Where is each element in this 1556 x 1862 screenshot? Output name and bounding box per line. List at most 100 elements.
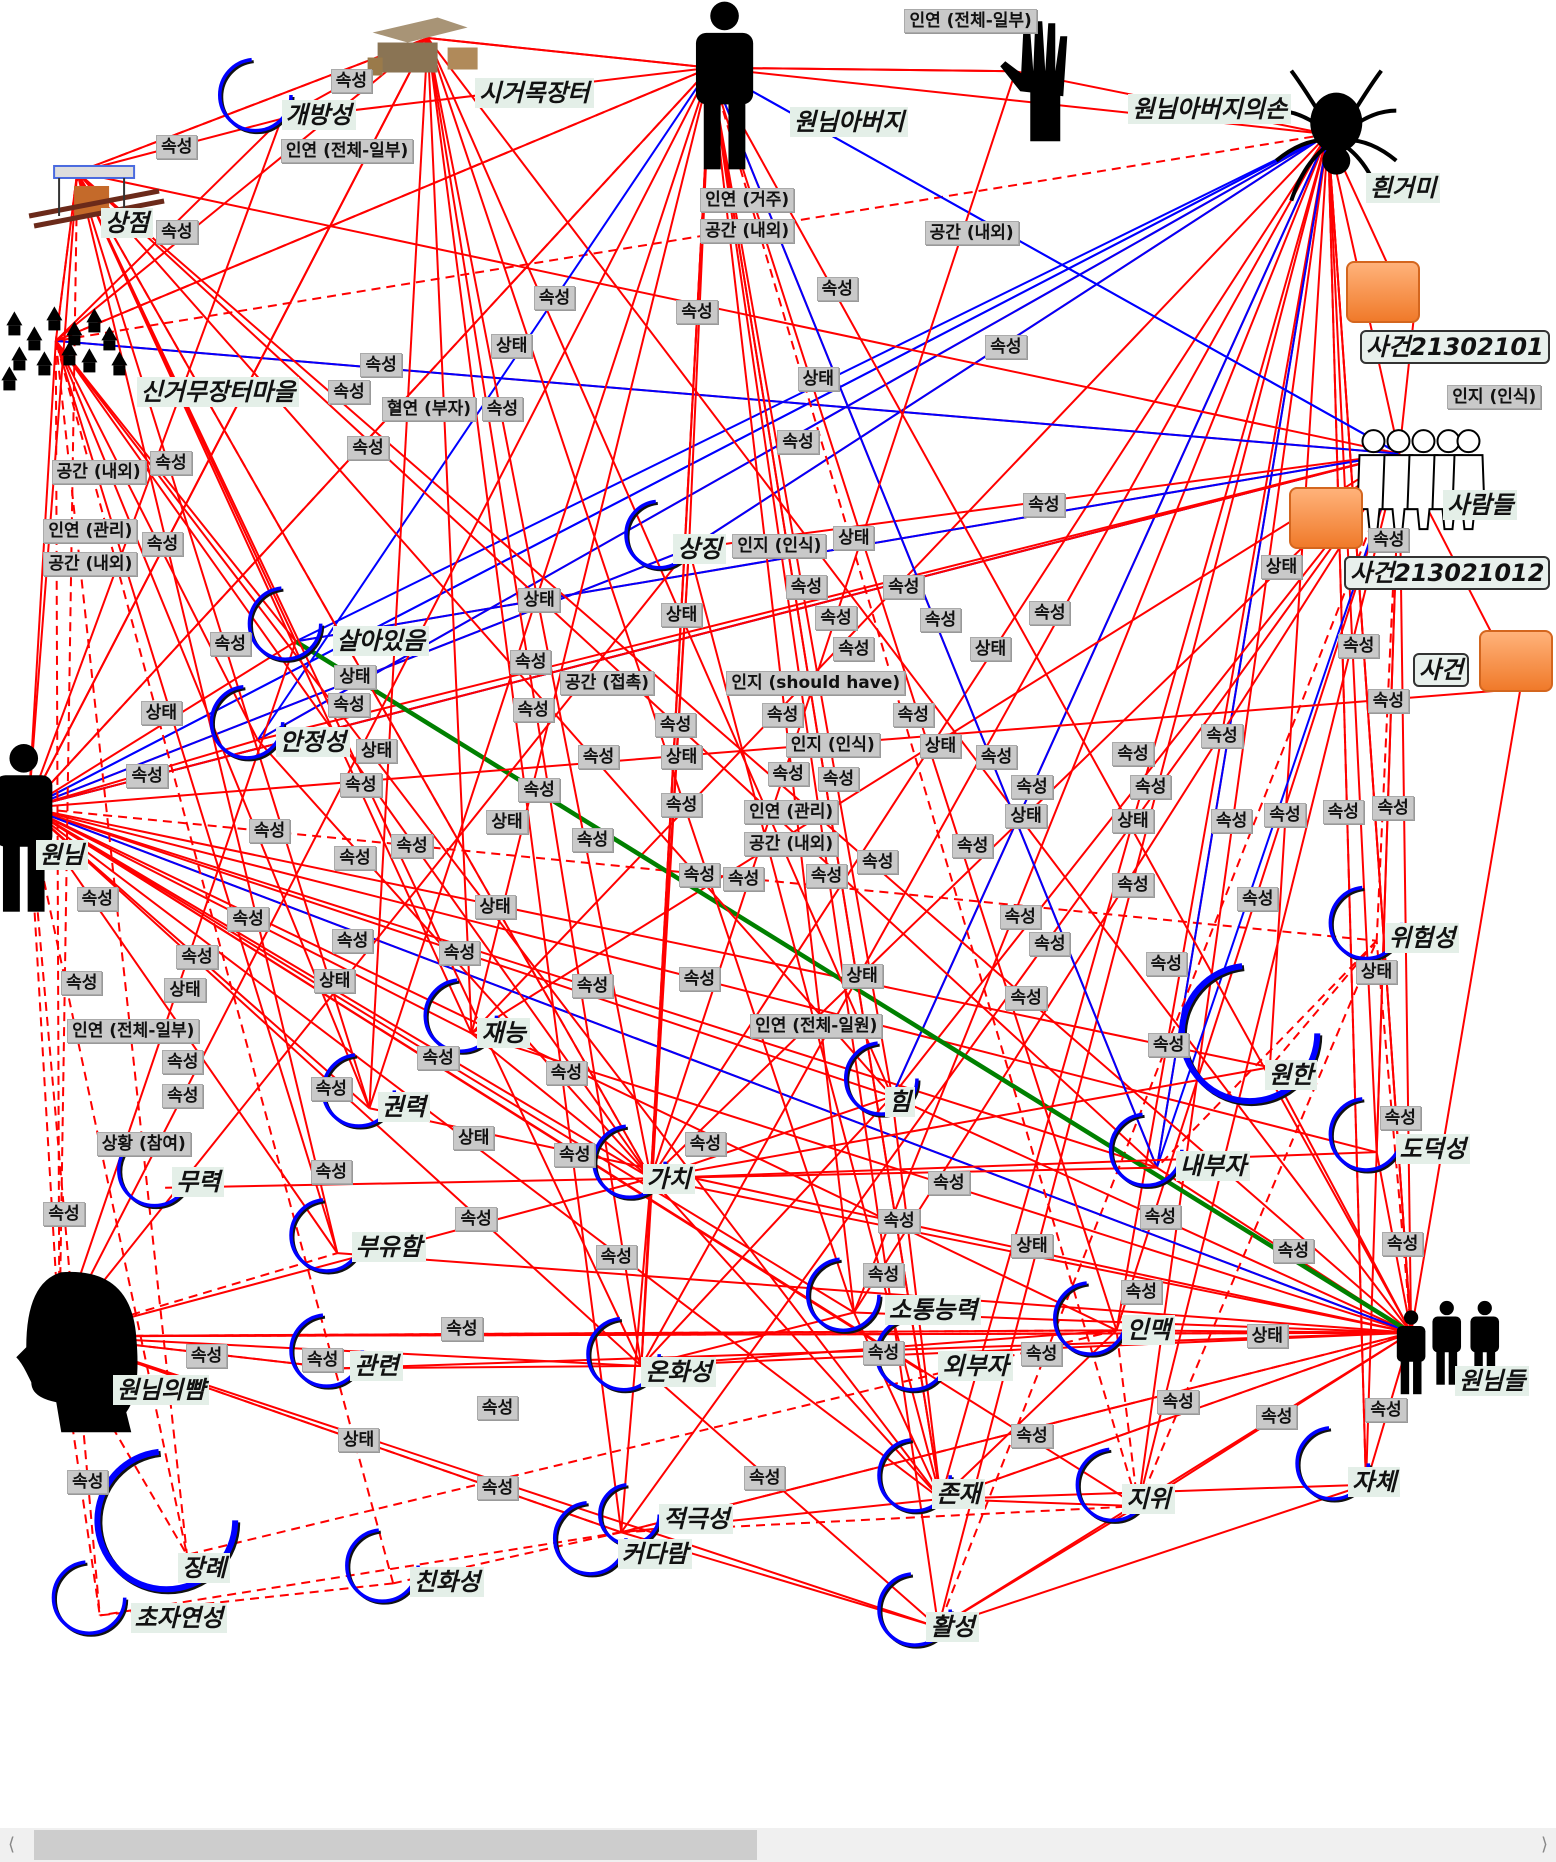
edge-label[interactable]: 속성 bbox=[476, 1476, 519, 1501]
node-label-jache[interactable]: 자체 bbox=[1348, 1467, 1401, 1498]
edge-label[interactable]: 속성 bbox=[1210, 808, 1253, 833]
edge-label[interactable]: 속성 bbox=[985, 334, 1027, 359]
edge-label[interactable]: 속성 bbox=[1112, 742, 1154, 767]
edge-label[interactable]: 속성 bbox=[417, 1046, 459, 1071]
edge-label[interactable]: 상태 bbox=[164, 978, 206, 1003]
edge-label[interactable]: 상태 bbox=[314, 969, 356, 994]
edge-label[interactable]: 상태 bbox=[1246, 1324, 1288, 1349]
edge-label[interactable]: 속성 bbox=[1139, 1205, 1181, 1230]
edge-label[interactable]: 속성 bbox=[595, 1244, 637, 1269]
edge-label[interactable]: 속성 bbox=[248, 819, 291, 844]
edge-label[interactable]: 속성 bbox=[185, 1344, 228, 1369]
node-label-choja[interactable]: 초자연성 bbox=[130, 1602, 227, 1633]
edge-label[interactable]: 상태 bbox=[1355, 959, 1398, 984]
node-label-anjeong[interactable]: 안정성 bbox=[275, 727, 350, 758]
edge-label[interactable]: 속성 bbox=[150, 451, 192, 476]
node-label-dodeok[interactable]: 도덕성 bbox=[1395, 1133, 1470, 1164]
edge-label[interactable]: 속성 bbox=[1157, 1389, 1199, 1414]
node-label-oebu[interactable]: 외부자 bbox=[938, 1350, 1013, 1381]
edge-label[interactable]: 인연 (거주) bbox=[700, 187, 795, 212]
edge-label[interactable]: 상태 bbox=[518, 587, 560, 612]
node-label-gwonryeok[interactable]: 권력 bbox=[377, 1092, 430, 1123]
edge-label[interactable]: 속성 bbox=[678, 966, 721, 991]
edge-label[interactable]: 속성 bbox=[862, 1340, 905, 1365]
edge-label[interactable]: 속성 bbox=[919, 608, 962, 633]
edge-label[interactable]: 상태 bbox=[841, 964, 883, 989]
node-label-wonhan[interactable]: 원한 bbox=[1265, 1059, 1318, 1090]
edge-label[interactable]: 속성 bbox=[1112, 872, 1154, 897]
edge-label[interactable]: 속성 bbox=[951, 833, 994, 858]
edge-label[interactable]: 인지 (should have) bbox=[726, 671, 906, 696]
edge-label[interactable]: 공간 (내외) bbox=[51, 459, 146, 484]
edge-label[interactable]: 속성 bbox=[1021, 1342, 1063, 1367]
edge-label[interactable]: 속성 bbox=[331, 928, 374, 953]
edge-label[interactable]: 상태 bbox=[797, 366, 839, 391]
edge-label[interactable]: 속성 bbox=[441, 1317, 483, 1342]
edge-label[interactable]: 공간 (내외) bbox=[744, 831, 839, 856]
node-label-abeoji[interactable]: 원님아버지 bbox=[789, 107, 909, 138]
edge-label[interactable]: 속성 bbox=[227, 907, 269, 932]
edge-label[interactable]: 속성 bbox=[1120, 1280, 1162, 1305]
edge-label[interactable]: 공간 (내외) bbox=[924, 220, 1019, 245]
edge-label[interactable]: 속성 bbox=[1322, 800, 1364, 825]
node-label-sal[interactable]: 살아있음 bbox=[332, 626, 429, 657]
node-label-gachi[interactable]: 가치 bbox=[642, 1164, 695, 1195]
edge-label[interactable]: 속성 bbox=[744, 1465, 786, 1490]
edge-label[interactable]: 속성 bbox=[577, 744, 620, 769]
node-label-sang[interactable]: 상징 bbox=[673, 533, 726, 564]
edge-label[interactable]: 속성 bbox=[126, 763, 168, 788]
node-label-ev1[interactable]: 사건21302101 bbox=[1360, 329, 1550, 364]
scroll-left-icon[interactable]: ⟨ bbox=[8, 1834, 16, 1855]
edge-label[interactable]: 속성 bbox=[684, 1131, 727, 1156]
node-label-won[interactable]: 원님 bbox=[35, 840, 88, 871]
edge-label[interactable]: 상태 bbox=[660, 603, 703, 628]
edge-label[interactable]: 상태 bbox=[140, 700, 182, 725]
edge-label[interactable]: 상태 bbox=[486, 809, 528, 834]
edge-label[interactable]: 속성 bbox=[347, 435, 389, 460]
edge-label[interactable]: 속성 bbox=[1005, 985, 1047, 1010]
node-label-chinhwa[interactable]: 친화성 bbox=[409, 1567, 485, 1598]
edge-label[interactable]: 상태 bbox=[969, 636, 1012, 661]
edge-label[interactable]: 속성 bbox=[660, 793, 703, 818]
edge-label[interactable]: 속성 bbox=[1264, 802, 1306, 827]
edge-label[interactable]: 공간 (내외) bbox=[43, 551, 138, 576]
node-label-naebu[interactable]: 내부자 bbox=[1175, 1151, 1251, 1182]
edge-label[interactable]: 속성 bbox=[928, 1171, 970, 1196]
edge-label[interactable]: 속성 bbox=[141, 532, 184, 556]
edge-label[interactable]: 속성 bbox=[678, 863, 721, 888]
edge-label[interactable]: 속성 bbox=[554, 1142, 596, 1167]
node-label-geomi[interactable]: 흰거미 bbox=[1365, 172, 1441, 203]
node-label-onhwa[interactable]: 온화성 bbox=[641, 1356, 716, 1387]
edge-label[interactable]: 속성 bbox=[975, 744, 1018, 769]
edge-label[interactable]: 속성 bbox=[156, 219, 198, 244]
edge-label[interactable]: 속성 bbox=[310, 1077, 352, 1102]
edge-label[interactable]: 속성 bbox=[1372, 795, 1414, 820]
edge-label[interactable]: 속성 bbox=[999, 904, 1041, 929]
edge-label[interactable]: 공간 (내외) bbox=[700, 219, 795, 244]
node-label-jeokgeuk[interactable]: 적극성 bbox=[659, 1503, 734, 1534]
edge-label[interactable]: 속성 bbox=[481, 396, 524, 421]
node-label-son[interactable]: 원님아버지의손 bbox=[1128, 94, 1291, 125]
edge-label[interactable]: 속성 bbox=[156, 135, 198, 160]
edge-label[interactable]: 속성 bbox=[857, 850, 899, 875]
edge-label[interactable]: 상태 bbox=[1112, 809, 1154, 834]
edge-label[interactable]: 인연 (관리) bbox=[43, 518, 138, 543]
edge-label[interactable]: 속성 bbox=[518, 777, 560, 802]
edge-label[interactable]: 상태 bbox=[491, 333, 533, 358]
edge-label[interactable]: 속성 bbox=[785, 574, 827, 599]
edge-label[interactable]: 속성 bbox=[892, 702, 934, 727]
edge-label[interactable]: 속성 bbox=[334, 845, 376, 870]
edge-label[interactable]: 상황 (참여) bbox=[96, 1131, 191, 1156]
edge-label[interactable]: 속성 bbox=[391, 833, 433, 858]
edge-label[interactable]: 속성 bbox=[655, 712, 697, 737]
edge-label[interactable]: 속성 bbox=[176, 945, 218, 970]
edge-label[interactable]: 속성 bbox=[209, 631, 251, 656]
node-label-maeul[interactable]: 신거무장터마을 bbox=[136, 376, 300, 407]
node-label-jaeneung[interactable]: 재능 bbox=[477, 1018, 530, 1049]
edge-label[interactable]: 인지 (인식) bbox=[732, 534, 827, 559]
edge-label[interactable]: 속성 bbox=[360, 352, 402, 377]
edge-label[interactable]: 인연 (관리) bbox=[744, 799, 839, 824]
edge-label[interactable]: 속성 bbox=[1011, 1424, 1053, 1449]
edge-label[interactable]: 속성 bbox=[330, 68, 373, 93]
edge-label[interactable]: 속성 bbox=[571, 827, 614, 852]
